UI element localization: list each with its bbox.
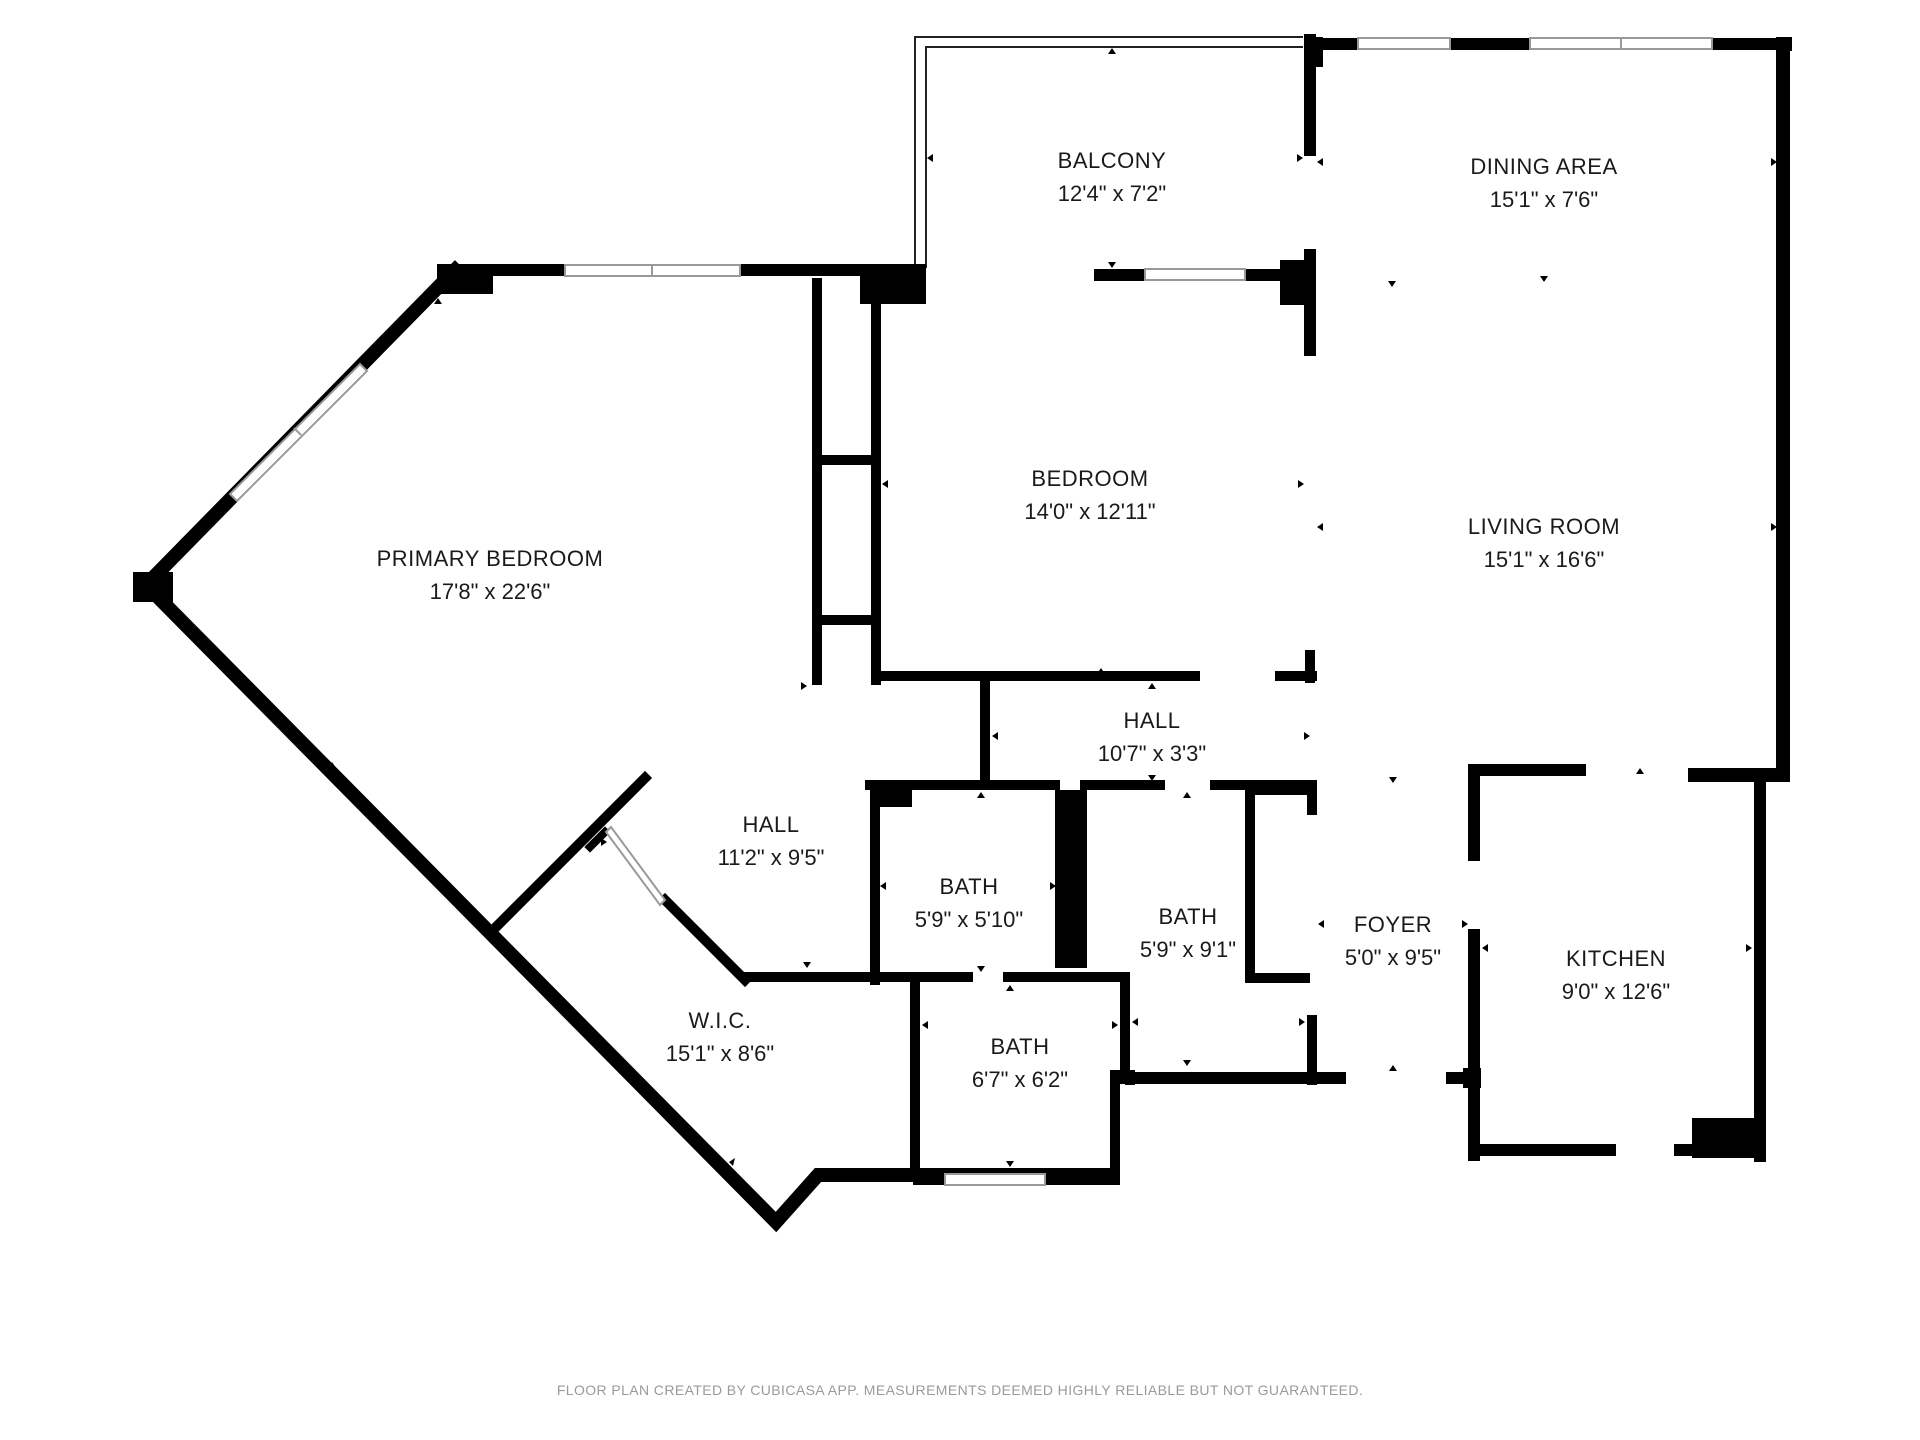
room-foyer-name: FOYER: [1354, 912, 1432, 937]
room-hall-lower-name: HALL: [742, 812, 799, 837]
room-living-name: LIVING ROOM: [1468, 514, 1620, 539]
room-bath-2-dims: 5'9" x 9'1": [1140, 937, 1236, 962]
room-balcony-name: BALCONY: [1058, 148, 1167, 173]
room-wic-name: W.I.C.: [689, 1008, 752, 1033]
room-bedroom-dims: 14'0" x 12'11": [1024, 499, 1155, 524]
room-bath-3-name: BATH: [990, 1034, 1049, 1059]
room-hall-upper-dims: 10'7" x 3'3": [1098, 741, 1206, 766]
walls: [133, 34, 1792, 1233]
room-bedroom-name: BEDROOM: [1031, 466, 1148, 491]
room-primary-dims: 17'8" x 22'6": [430, 579, 551, 604]
room-dining-name: DINING AREA: [1470, 154, 1617, 179]
room-bath-3-dims: 6'7" x 6'2": [972, 1067, 1068, 1092]
room-living-dims: 15'1" x 16'6": [1484, 547, 1605, 572]
room-hall-lower-dims: 11'2" x 9'5": [718, 845, 825, 870]
room-bath-1-dims: 5'9" x 5'10": [915, 907, 1023, 932]
room-bath-1-name: BATH: [939, 874, 998, 899]
footer-disclaimer: FLOOR PLAN CREATED BY CUBICASA APP. MEAS…: [556, 1382, 1364, 1398]
room-bath-2-name: BATH: [1158, 904, 1217, 929]
windows: [228, 37, 1713, 1186]
room-wic-dims: 15'1" x 8'6": [666, 1041, 774, 1066]
balcony-railing: [914, 36, 1303, 268]
room-kitchen-dims: 9'0" x 12'6": [1562, 979, 1670, 1004]
room-dining-dims: 15'1" x 7'6": [1490, 187, 1598, 212]
room-balcony-dims: 12'4" x 7'2": [1058, 181, 1166, 206]
room-kitchen-name: KITCHEN: [1566, 946, 1666, 971]
room-hall-upper-name: HALL: [1123, 708, 1180, 733]
room-foyer-dims: 5'0" x 9'5": [1345, 945, 1441, 970]
room-primary-name: PRIMARY BEDROOM: [377, 546, 604, 571]
dimension-ticks: [328, 48, 1777, 1167]
room-labels: BALCONY 12'4" x 7'2" DINING AREA 15'1" x…: [377, 148, 1671, 1092]
